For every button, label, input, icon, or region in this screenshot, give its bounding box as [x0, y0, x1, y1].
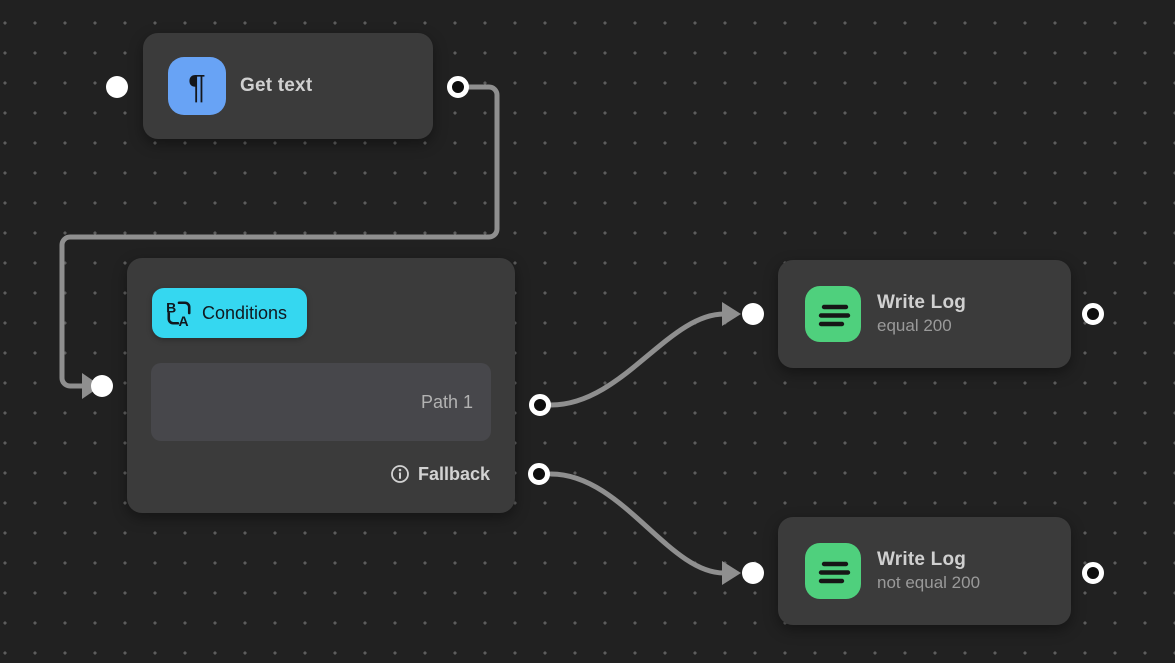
node-write-log-equal-subtitle: equal 200	[877, 316, 952, 335]
port-write-log-equal-output[interactable]	[1082, 303, 1104, 325]
a-b-swap-icon: B A	[166, 299, 191, 327]
edge-arrowhead-writelog-equal	[722, 302, 741, 326]
node-get-text[interactable]: ¶ Get text	[143, 33, 433, 139]
condition-fallback-row[interactable]: Fallback	[390, 460, 490, 488]
node-write-log-not-equal-subtitle: not equal 200	[877, 573, 981, 592]
condition-path-row[interactable]: Path 1	[151, 363, 491, 441]
edge-path1-to-writelog-equal[interactable]	[548, 311, 727, 408]
info-circle-icon	[391, 465, 409, 483]
log-lines-icon	[805, 286, 861, 342]
svg-text:B: B	[166, 299, 176, 315]
port-write-log-equal-input[interactable]	[742, 303, 764, 325]
svg-text:A: A	[178, 313, 188, 327]
log-lines-icon	[805, 543, 861, 599]
port-write-log-not-equal-output[interactable]	[1082, 562, 1104, 584]
node-write-log-not-equal-title: Write Log	[877, 549, 967, 570]
port-conditions-path1-output[interactable]	[529, 394, 551, 416]
node-conditions[interactable]: B A Conditions Path 1 Fallback	[127, 258, 515, 513]
port-conditions-input[interactable]	[91, 375, 113, 397]
port-write-log-not-equal-input[interactable]	[742, 562, 764, 584]
port-get-text-input[interactable]	[106, 76, 128, 98]
pilcrow-glyph: ¶	[188, 67, 206, 105]
conditions-badge-label: Conditions	[202, 302, 288, 323]
node-write-log-not-equal[interactable]: Write Log not equal 200	[778, 517, 1071, 625]
condition-path-label: Path 1	[420, 391, 473, 412]
node-write-log-equal-title: Write Log	[877, 292, 967, 313]
node-write-log-equal[interactable]: Write Log equal 200	[778, 260, 1071, 368]
pilcrow-icon: ¶	[168, 57, 226, 115]
edge-fallback-to-writelog-notequal[interactable]	[548, 471, 727, 576]
port-conditions-fallback-output[interactable]	[528, 463, 550, 485]
edge-arrowhead-writelog-notequal	[722, 561, 741, 585]
conditions-badge[interactable]: B A Conditions	[152, 288, 308, 338]
port-get-text-output[interactable]	[447, 76, 469, 98]
condition-fallback-label: Fallback	[417, 463, 490, 484]
node-get-text-title: Get text	[240, 75, 313, 96]
